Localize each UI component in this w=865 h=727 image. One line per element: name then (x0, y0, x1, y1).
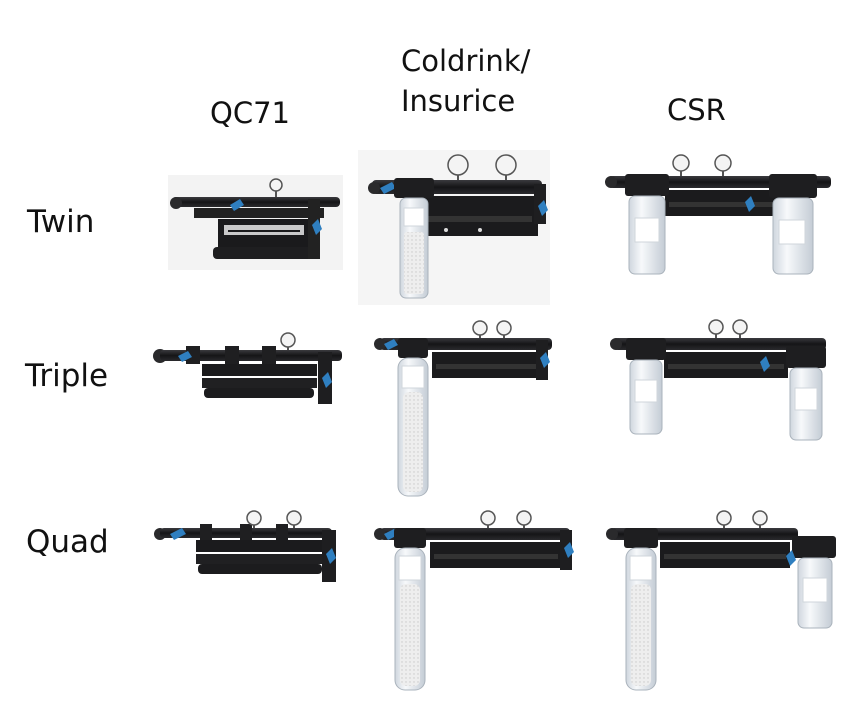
column-header-coldrink-line2: Insurice (401, 84, 516, 118)
product-image-qc71-triple (150, 330, 350, 410)
product-image-coldrink-quad (372, 508, 577, 693)
product-image-qc71-quad (152, 508, 342, 588)
row-label-triple: Triple (25, 358, 109, 394)
column-header-csr: CSR (667, 93, 726, 127)
row-label-twin: Twin (27, 204, 95, 240)
product-image-coldrink-twin (358, 150, 550, 305)
row-label-quad: Quad (26, 524, 109, 560)
column-header-qc71: QC71 (210, 96, 290, 130)
product-image-csr-twin (605, 152, 835, 282)
product-image-csr-quad (606, 508, 841, 693)
product-image-csr-triple (610, 318, 830, 444)
column-header-coldrink-line1: Coldrink/ (401, 44, 531, 78)
product-image-coldrink-triple (372, 318, 562, 498)
product-image-qc71-twin (168, 175, 343, 270)
